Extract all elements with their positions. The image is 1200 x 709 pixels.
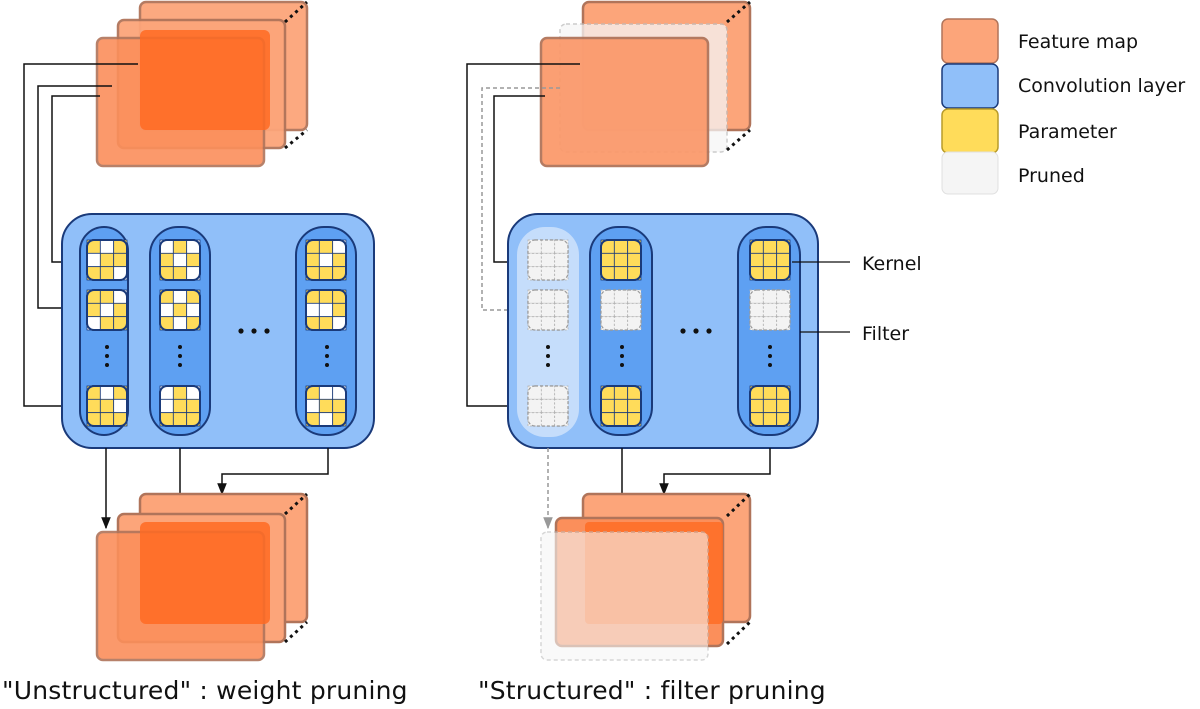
pruned-kernel [527,385,569,427]
caption-unstructured: "Unstructured" : weight pruning [2,676,408,705]
callout-lines [792,261,850,333]
right-input-feature-maps [539,0,752,168]
kernel [600,239,642,281]
legend-pruned-swatch [941,151,999,195]
right-output-feature-maps [540,492,752,661]
legend-parameter-swatch [941,108,999,154]
kernel [305,239,347,281]
pruned-kernel [749,289,791,331]
legend: Feature map Convolution layer Parameter … [941,18,1185,195]
right-kernels [527,239,791,427]
kernel [86,385,128,427]
caption-structured: "Structured" : filter pruning [478,676,826,705]
left-output-feature-maps [95,492,309,662]
pruned-kernel [527,239,569,281]
kernel [305,289,347,331]
kernel [749,239,791,281]
kernel-label: Kernel [862,253,922,275]
legend-feature-map-label: Feature map [1018,31,1138,53]
kernel [600,385,642,427]
legend-convolution-layer-label: Convolution layer [1018,75,1185,97]
legend-pruned-label: Pruned [1018,165,1085,187]
pruned-kernel [527,289,569,331]
filter-label: Filter [862,323,909,345]
left-kernels [86,239,347,427]
kernel [159,289,201,331]
left-input-feature-maps [95,0,309,168]
right-ellipses [546,328,772,367]
kernel [749,385,791,427]
legend-feature-map-swatch [941,18,999,64]
kernel [86,289,128,331]
left-ellipses [105,328,329,367]
kernel [159,239,201,281]
legend-parameter-label: Parameter [1018,121,1117,143]
pruned-kernel [600,289,642,331]
kernel [86,239,128,281]
kernel [305,385,347,427]
kernel [159,385,201,427]
legend-convolution-layer-swatch [941,63,999,109]
